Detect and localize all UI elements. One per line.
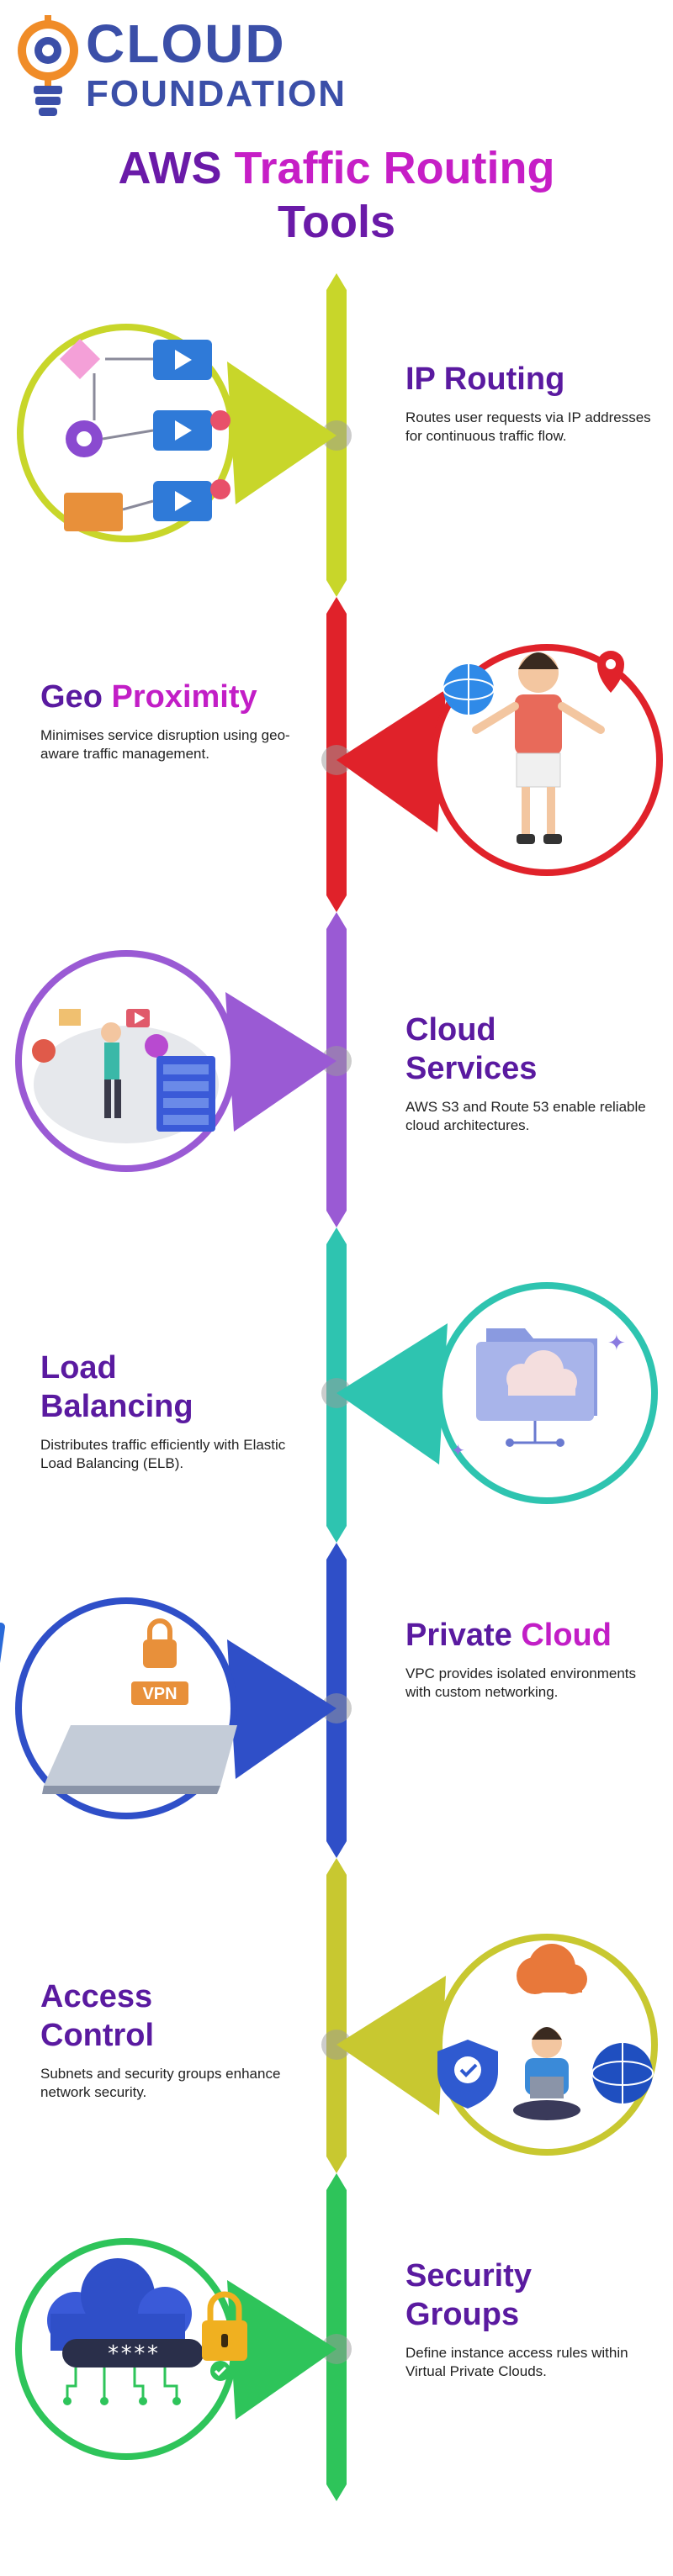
- step-private-cloud: Private Cloud VPC provides isolated envi…: [405, 1616, 658, 1702]
- svg-text:****: ****: [107, 2341, 160, 2367]
- step-title-main: Access: [40, 1979, 153, 2014]
- step-description: Routes user requests via IP addresses fo…: [405, 409, 651, 444]
- step-title-accent: Cloud: [521, 1618, 612, 1653]
- step-5-bubble: VPN: [0, 1597, 336, 1819]
- person-shield-globe-icon: [437, 1944, 654, 2120]
- step-title-main2: Balancing: [40, 1389, 193, 1424]
- step-title: Private Cloud: [405, 1616, 658, 1655]
- step-title-main: Geo: [40, 679, 112, 715]
- step-description: Subnets and security groups enhance netw…: [40, 2066, 281, 2100]
- person-globe-location-icon: [442, 651, 624, 844]
- step-description: Define instance access rules within Virt…: [405, 2345, 628, 2379]
- svg-text:VPN: VPN: [142, 1685, 177, 1703]
- svg-text:✦: ✦: [607, 1331, 626, 1356]
- title-part3: Tools: [278, 197, 395, 247]
- lightbulb-gear-icon: [18, 15, 78, 116]
- step-description: Distributes traffic efficiently with Ela…: [40, 1437, 286, 1471]
- step-description: Minimises service disruption using geo-a…: [40, 727, 290, 762]
- page-title: AWS Traffic Routing Tools: [0, 141, 673, 249]
- step-title-main: Load: [40, 1350, 117, 1386]
- brand-logo-text: CLOUD FOUNDATION: [86, 15, 347, 116]
- step-2-bubble: [336, 644, 663, 876]
- step-title-main2: Services: [405, 1051, 538, 1086]
- step-1-bubble: [17, 324, 336, 542]
- workflow-video-icon: [59, 338, 231, 531]
- step-title-main: Cloud: [405, 1012, 496, 1048]
- step-4-bubble: ✦ ✦: [336, 1282, 658, 1504]
- step-title-main: IP: [405, 362, 444, 397]
- step-6-bubble: [336, 1934, 658, 2156]
- step-title: IP Routing: [405, 360, 658, 399]
- vpn-laptop-icon: VPN: [0, 1618, 237, 1794]
- step-geo-proximity: Geo Proximity Minimises service disrupti…: [40, 678, 293, 763]
- step-title: Geo Proximity: [40, 678, 293, 716]
- cloud-password-lock-icon: ****: [47, 2258, 247, 2405]
- person-server-icon: [32, 1009, 219, 1143]
- step-ip-routing: IP Routing Routes user requests via IP a…: [405, 360, 658, 446]
- step-title-accent: Proximity: [111, 679, 257, 715]
- svg-text:✦: ✦: [451, 1440, 465, 1460]
- brand-line1: CLOUD: [86, 13, 286, 74]
- title-part2: Traffic Routing: [234, 143, 555, 193]
- step-description: VPC provides isolated environments with …: [405, 1665, 637, 1700]
- step-title-main2: Groups: [405, 2297, 520, 2332]
- header: CLOUD FOUNDATION: [0, 0, 673, 126]
- cloud-folder-icon: ✦ ✦: [451, 1328, 626, 1460]
- step-3-bubble: [15, 950, 336, 1172]
- step-title-main2: Control: [40, 2018, 155, 2053]
- step-description: AWS S3 and Route 53 enable reliable clou…: [405, 1099, 646, 1133]
- step-title-accent: Routing: [443, 362, 565, 397]
- step-title-main: Private: [405, 1618, 522, 1653]
- step-7-bubble: ****: [15, 2238, 336, 2460]
- brand-line2: FOUNDATION: [86, 73, 347, 114]
- timeline-spine: [321, 273, 352, 2501]
- title-part1: AWS: [118, 143, 235, 193]
- step-title-main: Security: [405, 2258, 532, 2294]
